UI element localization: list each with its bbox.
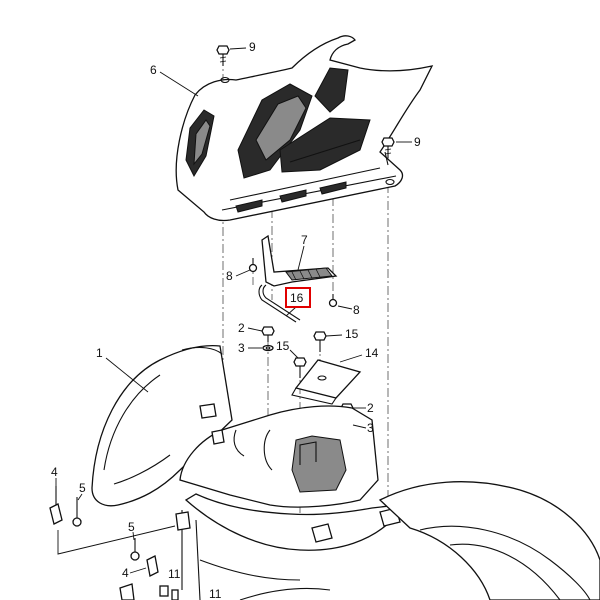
- callout-11-right: 11: [168, 567, 181, 581]
- callout-15-right: 15: [345, 327, 359, 341]
- screw-part-5-upper: [72, 497, 82, 527]
- callout-6: 6: [150, 63, 157, 77]
- callout-2-upper: 2: [238, 321, 245, 335]
- screw-part-8-right: [328, 294, 338, 308]
- callout-11-bottom: 11: [209, 587, 222, 600]
- callout-3-lower: 3: [367, 421, 374, 435]
- highlight-box-callout-16: [285, 287, 311, 308]
- screw-part-8-left: [248, 258, 258, 273]
- fastener-part-11: [159, 585, 179, 600]
- callout-16: 16: [290, 291, 304, 305]
- callout-1: 1: [96, 346, 103, 360]
- bolt-part-9-right: [381, 137, 395, 158]
- callout-14: 14: [365, 346, 379, 360]
- bolt-part-9-left: [216, 45, 230, 66]
- callout-9-right: 9: [414, 135, 421, 149]
- callout-15-left: 15: [276, 339, 290, 353]
- callout-4-lower: 4: [122, 566, 129, 580]
- bolt-part-15-upper: [313, 331, 327, 352]
- bolt-part-2-upper: [261, 326, 275, 342]
- leader-lines: [55, 47, 412, 574]
- callout-3-upper: 3: [238, 341, 245, 355]
- bolt-part-15-lower: [293, 357, 307, 378]
- callout-labels: 1 2 2 3 3 4 4 5 5 6 7 8 8 9 9 11 11 14 1…: [51, 40, 421, 600]
- clip-part-4-lower: [119, 555, 159, 600]
- clip-part-4-upper: [49, 486, 63, 525]
- callout-4-upper: 4: [51, 465, 58, 479]
- washer-part-3-upper: [262, 344, 274, 352]
- bracket-part-14: [291, 359, 362, 405]
- callout-9-top: 9: [249, 40, 256, 54]
- front-cover-part-6: [175, 35, 434, 222]
- callout-8-right: 8: [353, 303, 360, 317]
- callout-2-lower: 2: [367, 401, 374, 415]
- mesh-panel-part-7: [261, 234, 338, 287]
- strip-part-16: [258, 284, 301, 323]
- screw-part-5-lower: [130, 538, 140, 561]
- callout-8-left: 8: [226, 269, 233, 283]
- callout-7: 7: [301, 233, 308, 247]
- callout-5-upper: 5: [79, 481, 86, 495]
- fender-body-part-1: [91, 344, 600, 600]
- callout-5-lower: 5: [128, 520, 135, 534]
